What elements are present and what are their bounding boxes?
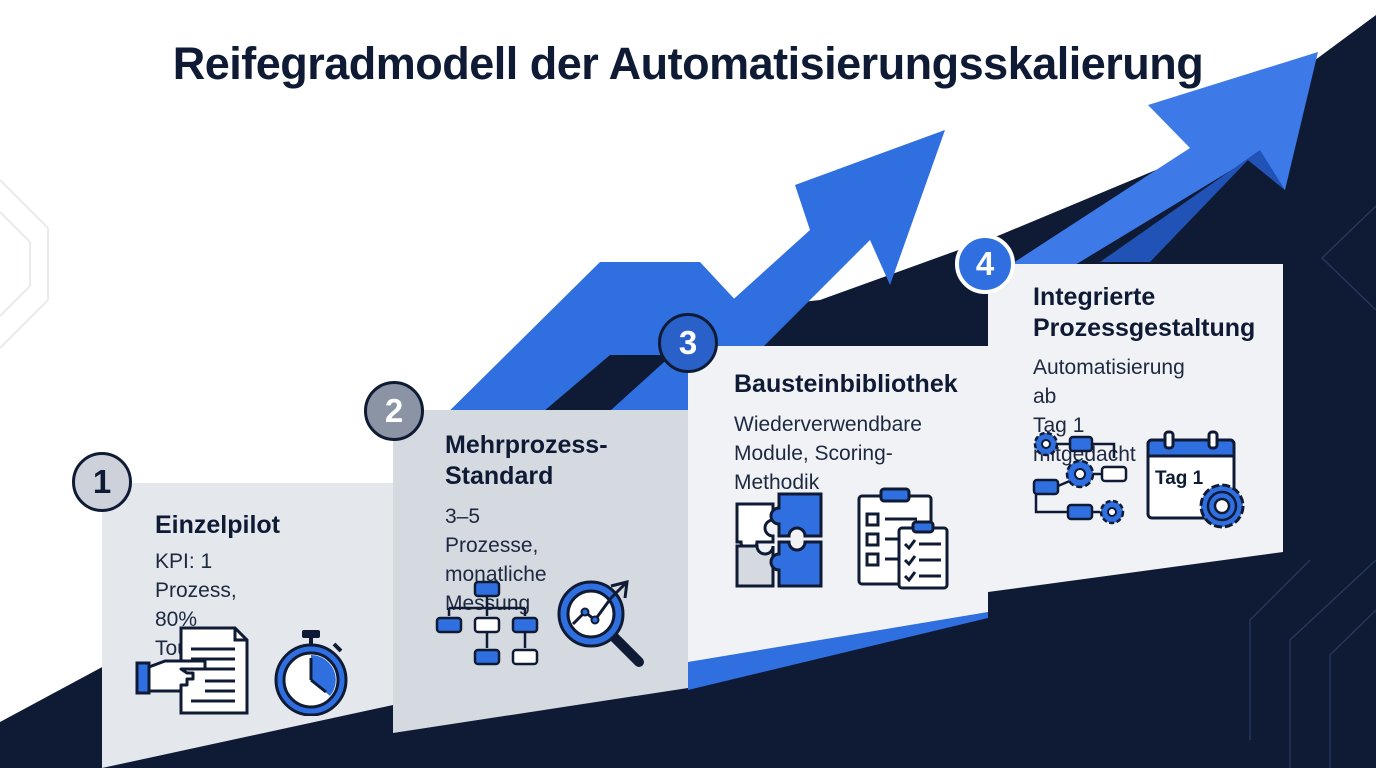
arrow-right [1010, 52, 1318, 268]
stage-4-heading-line-2: Prozessgestaltung [1033, 314, 1256, 342]
stage-3-description: Wiederverwendbare Module, Scoring-Method… [734, 410, 922, 497]
stage-1-number: 1 [72, 452, 132, 512]
hand-pointing-document-icon [135, 626, 249, 715]
stage-4-description-line-2: Tag 1 mitgedacht [1033, 414, 1136, 466]
calendar-icon [1146, 430, 1245, 529]
stage-1-heading-line: Einzelpilot [155, 511, 280, 539]
magnifier-trend-icon [557, 580, 644, 667]
stage-4-heading-line-1: Integrierte [1033, 283, 1156, 311]
gear-workflow-icon [1032, 431, 1128, 525]
stage-4-number: 4 [955, 234, 1015, 294]
stage-3-description-line-2: Module, Scoring-Methodik [734, 442, 893, 494]
stage-2-number: 2 [364, 381, 424, 441]
stopwatch-icon [274, 630, 348, 716]
stage-4-description-line-1: Automatisierung ab [1033, 356, 1185, 408]
stage-4-description: Automatisierung ab Tag 1 mitgedacht [1033, 353, 1185, 469]
decor-lines-left [0, 179, 49, 349]
calendar-label: Tag 1 [1155, 468, 1204, 489]
stage-3-heading: Bausteinbibliothek [734, 369, 958, 400]
stage-1-description-line-1: KPI: 1 Prozess, [155, 550, 237, 602]
stage-3-description-line-1: Wiederverwendbare [734, 413, 922, 436]
growth-ribbon [420, 262, 740, 440]
decor-lines-right [1249, 205, 1376, 768]
stage-3-number: 3 [658, 313, 718, 373]
card-2-panel [393, 410, 688, 733]
stage-2-heading-line-2: Standard [445, 462, 554, 490]
stage-1-heading: Einzelpilot [155, 510, 280, 541]
stage-2-description-line-1: 3–5 Prozesse, [445, 505, 539, 557]
checklist-clipboard-icon [857, 487, 949, 590]
stage-2-heading-line-1: Mehrprozess- [445, 431, 608, 459]
stage-2-heading: Mehrprozess- Standard [445, 430, 608, 492]
page-title: Reifegradmodell der Automatisierungsskal… [172, 38, 1204, 89]
process-flowchart-icon [435, 580, 539, 666]
puzzle-icon [735, 492, 823, 588]
arrow-right-shade [1100, 150, 1285, 262]
calendar-gear-icon: Tag 1 [1145, 430, 1247, 530]
stage-3-heading-line: Bausteinbibliothek [734, 370, 958, 398]
stage-4-heading: Integrierte Prozessgestaltung [1033, 282, 1255, 344]
